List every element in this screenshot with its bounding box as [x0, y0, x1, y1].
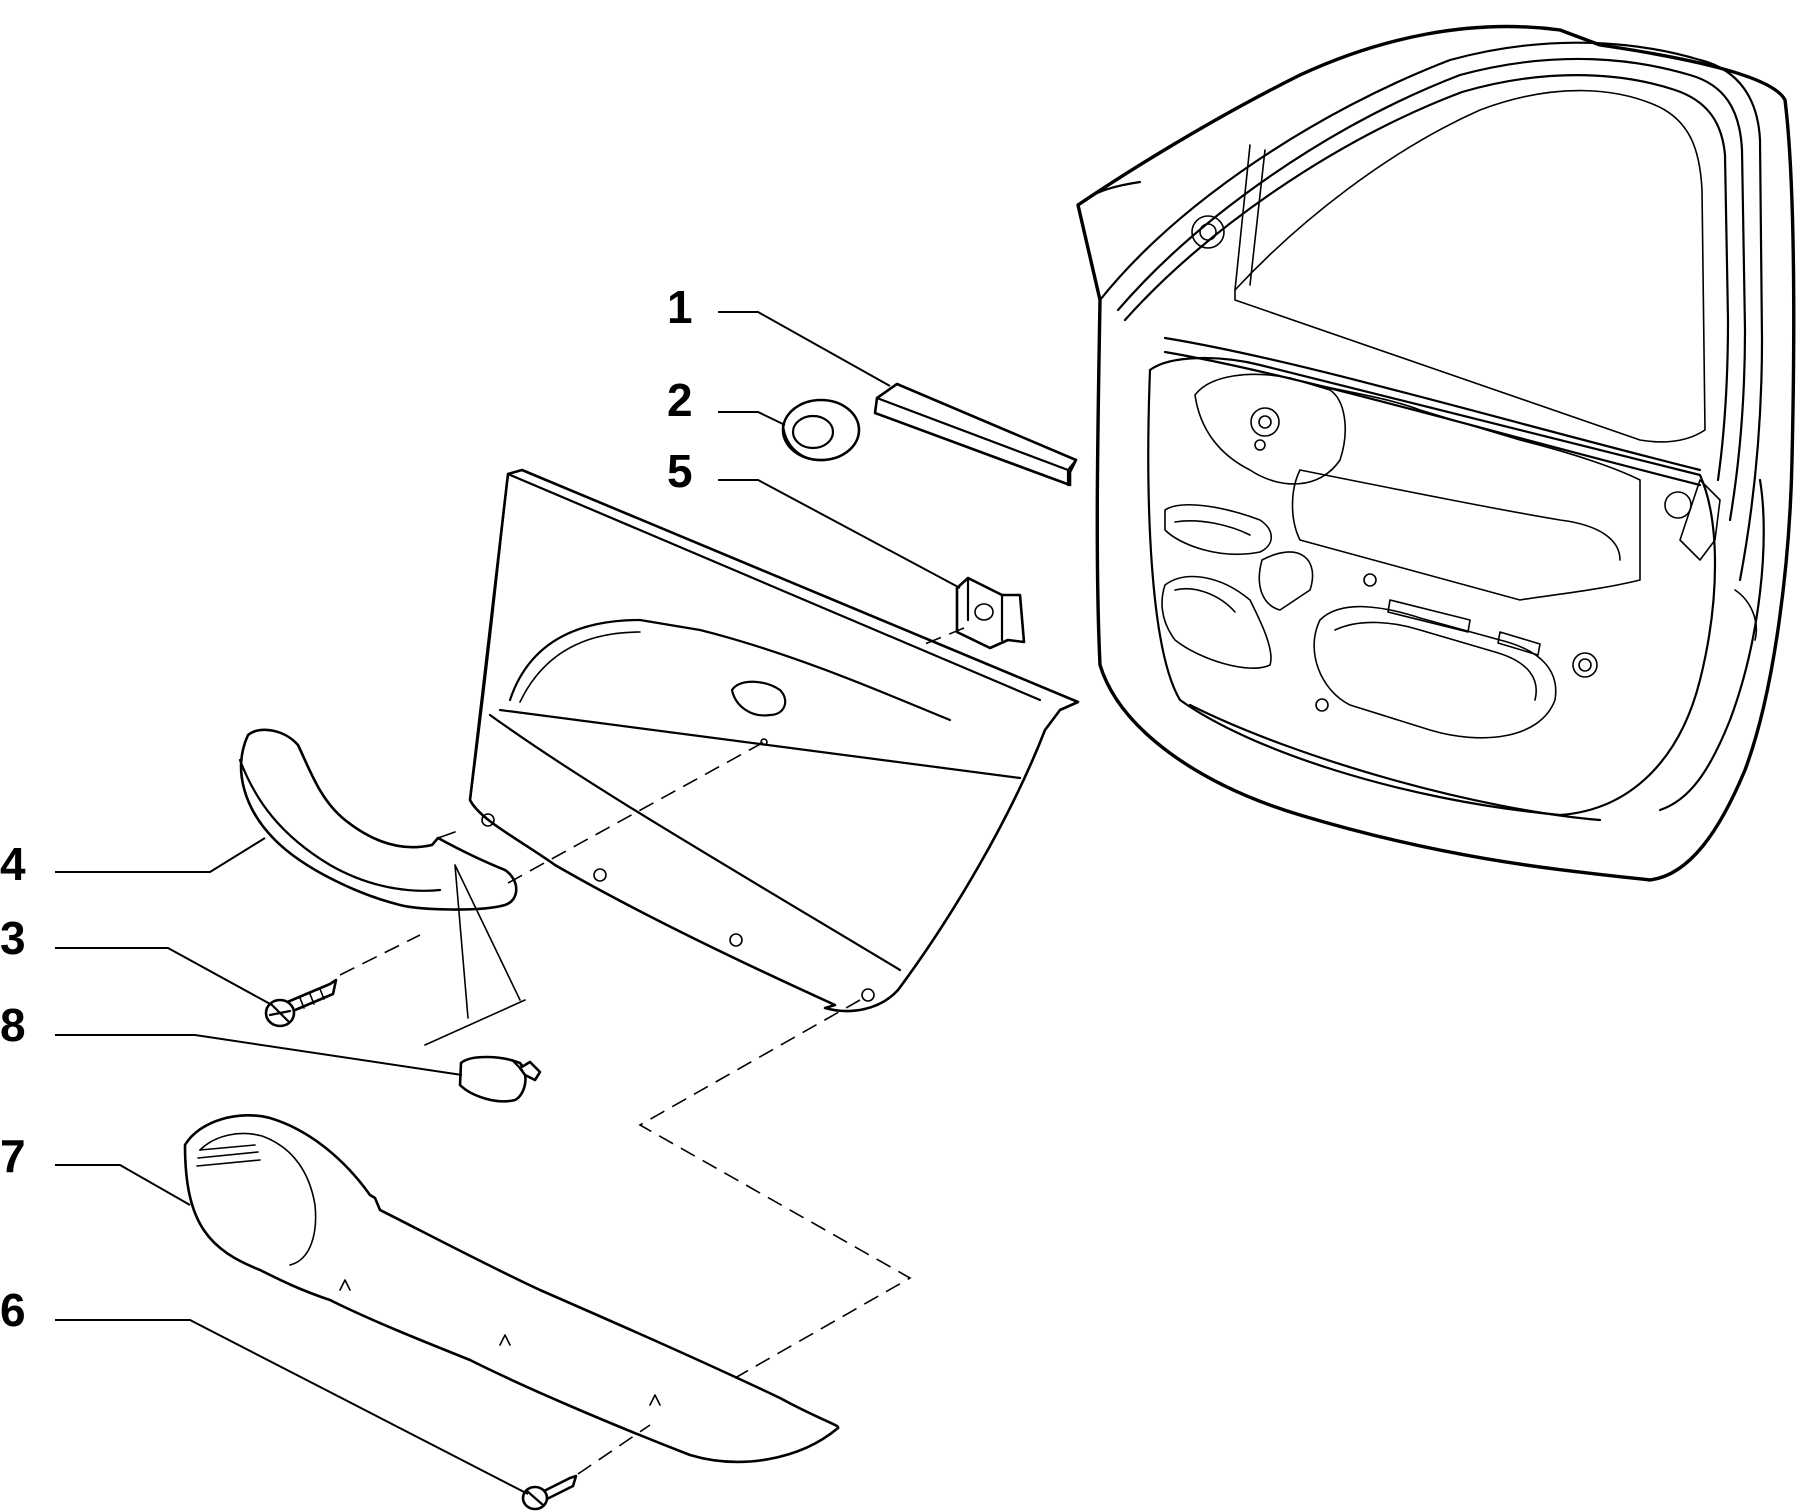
- callout-2: 2: [667, 374, 693, 426]
- part-4-armrest: [238, 728, 518, 911]
- leader-6: [55, 1319, 529, 1495]
- callout-5: 5: [667, 445, 693, 497]
- part-1-seal-strip: [873, 382, 1078, 487]
- part-2-grommet: [781, 398, 861, 462]
- callout-7: 7: [0, 1130, 26, 1182]
- callout-1: 1: [667, 281, 693, 333]
- door-frame: [1076, 24, 1796, 882]
- leader-5: [718, 479, 961, 589]
- leader-1: [718, 311, 891, 387]
- callout-6: 6: [0, 1284, 26, 1336]
- door-trim-panel: [468, 468, 1080, 1013]
- callout-8: 8: [0, 999, 26, 1051]
- callout-4: 4: [0, 838, 26, 890]
- leader-8: [55, 1034, 463, 1076]
- part-3-screw: [264, 978, 338, 1028]
- leader-3: [55, 947, 273, 1006]
- part-6-screw: [521, 1474, 578, 1511]
- callout-labels: 1 2 5 4 3 8 7 6: [0, 281, 693, 1336]
- part-5-clip: [955, 576, 1026, 650]
- leader-4: [55, 837, 266, 873]
- leader-7: [55, 1164, 191, 1206]
- callout-3: 3: [0, 912, 26, 964]
- part-7-lower-trim: [183, 1114, 840, 1464]
- leader-2: [718, 411, 786, 426]
- assembly-lines: [339, 627, 965, 1475]
- part-8-cap: [458, 1055, 542, 1103]
- leader-lines: [55, 311, 961, 1495]
